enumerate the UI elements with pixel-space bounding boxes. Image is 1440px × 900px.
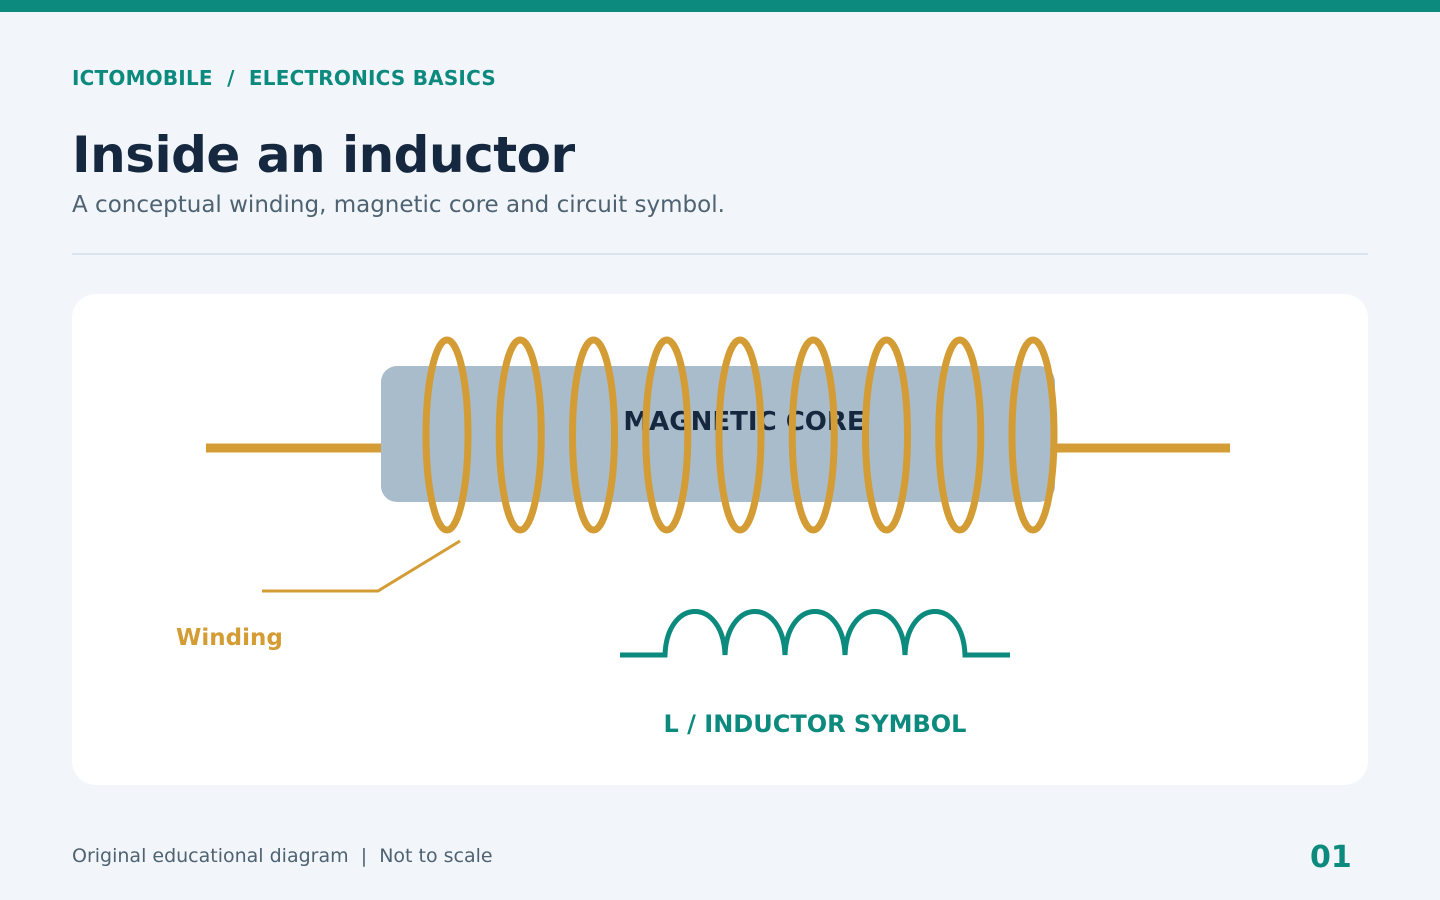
header-divider — [72, 253, 1368, 255]
winding-turns — [422, 336, 1058, 534]
coil-turn — [788, 336, 838, 534]
footer-note: Original educational diagram | Not to sc… — [72, 845, 493, 867]
coil-turn — [569, 336, 618, 534]
coil-turn — [1008, 336, 1058, 534]
breadcrumb: ICTOMOBILE / ELECTRONICS BASICS — [72, 66, 496, 90]
core-label: MAGNETIC CORE — [623, 407, 864, 437]
winding-leader-line — [262, 539, 461, 593]
coil-turn — [862, 336, 911, 534]
page-title: Inside an inductor — [72, 126, 575, 184]
coil-turn — [642, 336, 692, 534]
top-accent-bar — [0, 0, 1440, 12]
coil-turn — [715, 336, 765, 534]
page-number: 01 — [1310, 840, 1352, 875]
coil-turn — [422, 336, 472, 534]
coil-turn — [935, 336, 985, 534]
winding-label: Winding — [176, 625, 283, 651]
page-subtitle: A conceptual winding, magnetic core and … — [72, 192, 725, 218]
coil-turn — [495, 336, 545, 534]
symbol-label: L / INDUCTOR SYMBOL — [664, 710, 967, 738]
inductor-circuit-symbol — [620, 609, 1010, 658]
